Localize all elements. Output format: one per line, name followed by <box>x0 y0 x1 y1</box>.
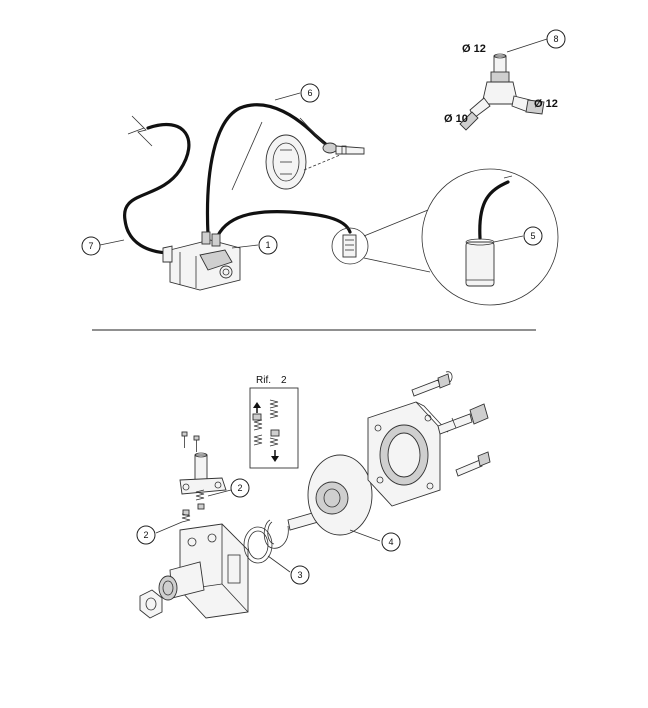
callout-6: 6 <box>300 83 320 103</box>
rif-2-box <box>249 387 299 469</box>
svg-text:2: 2 <box>237 483 242 493</box>
callout-3: 3 <box>290 565 310 585</box>
leader-5 <box>493 235 524 243</box>
callout-2-upper: 2 <box>230 478 250 498</box>
svg-text:1: 1 <box>265 240 270 250</box>
rif-number: 2 <box>281 375 287 386</box>
filter-strainer <box>331 227 369 265</box>
svg-text:5: 5 <box>530 231 535 241</box>
hose-part-7 <box>123 122 191 255</box>
zoom-line-lower <box>363 257 431 273</box>
diaphragm-part-4 <box>307 454 373 536</box>
circlip <box>263 519 289 549</box>
leader-4 <box>349 529 381 542</box>
zoom-line-upper <box>363 209 429 237</box>
valve-spring-lower <box>181 509 191 523</box>
leader-2a <box>207 489 232 497</box>
motor-flange <box>367 401 449 507</box>
rif-label: Rif. <box>256 375 271 386</box>
callout-1: 1 <box>258 235 278 255</box>
elbow-fitting <box>322 142 365 155</box>
hose-cut-symbol <box>127 115 153 147</box>
callout-7: 7 <box>81 236 101 256</box>
callout-5: 5 <box>523 226 543 246</box>
long-bolt-middle <box>437 403 489 435</box>
hose-pump-to-filter <box>214 210 352 242</box>
dim-bottom-port: Ø 10 <box>444 113 468 125</box>
leader-2b <box>155 521 183 534</box>
filter-detail-part-5 <box>465 175 513 287</box>
o-ring-part-3 <box>243 526 273 564</box>
dim-top-port: Ø 12 <box>462 43 486 55</box>
leader-3 <box>267 555 291 573</box>
pump-housing <box>158 523 249 619</box>
svg-text:3: 3 <box>297 570 302 580</box>
callout-8: 8 <box>546 29 566 49</box>
svg-text:6: 6 <box>307 88 312 98</box>
svg-text:4: 4 <box>388 537 393 547</box>
leader-7 <box>99 239 125 246</box>
valve-cover <box>179 452 227 495</box>
leader-8 <box>506 38 548 53</box>
leader-1 <box>231 244 259 249</box>
tank-wall <box>231 117 341 191</box>
valve-spring-upper <box>195 489 205 510</box>
leader-6 <box>274 92 301 101</box>
svg-text:8: 8 <box>553 34 558 44</box>
hex-nut <box>139 589 163 619</box>
svg-text:2: 2 <box>143 530 148 540</box>
detail-circle <box>421 168 559 306</box>
callout-4: 4 <box>381 532 401 552</box>
svg-text:7: 7 <box>88 241 93 251</box>
dim-side-port: Ø 12 <box>534 98 558 110</box>
t-fitting-part-8 <box>459 53 545 131</box>
small-screws <box>181 431 200 452</box>
pump-part-1 <box>162 231 241 291</box>
long-bolt-top <box>411 371 453 397</box>
long-bolt-bottom <box>455 451 491 477</box>
callout-2-lower: 2 <box>136 525 156 545</box>
